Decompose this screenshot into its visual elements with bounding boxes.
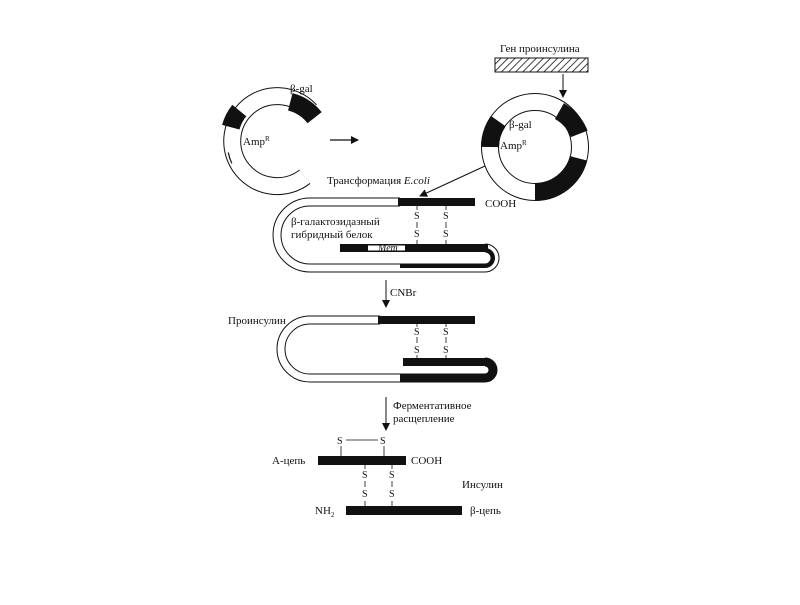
transformation-arrow (419, 165, 486, 197)
b-chain-bar (346, 506, 462, 515)
plasmid-left (222, 87, 322, 196)
svg-text:S: S (337, 436, 343, 447)
svg-text:S: S (414, 345, 420, 356)
plasmid-right-amp-label: AmpR (500, 139, 527, 152)
met-label: Мет (377, 243, 398, 254)
cnbr-label: CNBr (390, 287, 417, 299)
a-chain-intrachain-disulfide: S S (337, 436, 386, 456)
svg-text:S: S (414, 211, 420, 222)
svg-text:S: S (362, 470, 368, 481)
svg-text:S: S (443, 211, 449, 222)
hybrid-protein-label-2: гибридный белок (291, 229, 373, 241)
enzymatic-label-1: Ферментативное (393, 400, 472, 412)
hybrid-protein (272, 197, 500, 273)
b-chain-label: β-цепь (470, 505, 501, 517)
insulin-disulfide-1: S S (360, 465, 370, 506)
svg-text:S: S (443, 229, 449, 240)
proinsulin-gene-bar (494, 57, 589, 73)
svg-text:S: S (389, 470, 395, 481)
plasmid-right (481, 93, 589, 202)
svg-text:S: S (443, 327, 449, 338)
nh2-label: NH2 (315, 505, 335, 519)
svg-text:S: S (389, 489, 395, 500)
plasmid-left-bgal-label: β-gal (290, 83, 313, 95)
hybrid-cooh-label: COOH (485, 198, 516, 210)
proinsulin-disulfide-2: S S (441, 324, 451, 358)
svg-text:S: S (380, 436, 386, 447)
svg-text:S: S (414, 327, 420, 338)
proinsulin (276, 315, 498, 383)
svg-text:S: S (414, 229, 420, 240)
hybrid-disulfide-2: S S (441, 206, 451, 244)
gene-label: Ген проинсулина (500, 43, 580, 55)
proinsulin-label: Проинсулин (228, 315, 286, 327)
a-chain-cooh-label: COOH (411, 455, 442, 467)
plasmid-right-bgal-label: β-gal (509, 119, 532, 131)
insulin-label: Инсулин (462, 479, 503, 491)
enzymatic-label-2: расщепление (393, 413, 455, 425)
insulin-disulfide-2: S S (387, 465, 397, 506)
a-chain-label: А-цепь (272, 455, 305, 467)
transformation-label: Трансформация E.coli (327, 175, 430, 187)
plasmid-left-amp-label: AmpR (243, 135, 270, 148)
hybrid-protein-label-1: β-галактозидазный (291, 216, 380, 228)
svg-text:S: S (443, 345, 449, 356)
svg-text:S: S (362, 489, 368, 500)
proinsulin-disulfide-1: S S (412, 324, 422, 358)
a-chain-bar (318, 456, 406, 465)
hybrid-disulfide-1: S S (412, 206, 422, 244)
